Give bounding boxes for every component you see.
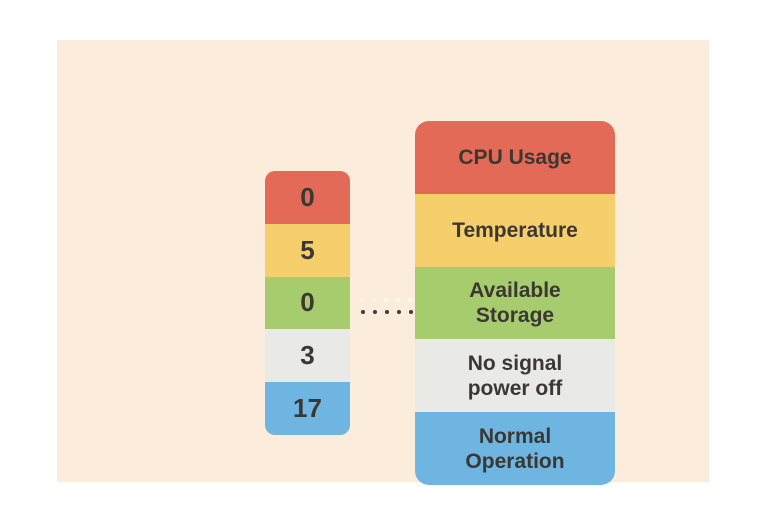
- label-segment-no-signal: No signal power off: [415, 339, 615, 413]
- connector-dot: [409, 310, 413, 314]
- connector-dots-highlight: [360, 298, 412, 302]
- connector-dot: [408, 298, 412, 302]
- label-segment-available-storage: Available Storage: [415, 266, 615, 340]
- blink-count-column: 0 5 0 3 17: [265, 171, 350, 435]
- connector-dot: [385, 310, 389, 314]
- connector-dot: [360, 298, 364, 302]
- connector-dot: [396, 298, 400, 302]
- label-segment-normal-operation: Normal Operation: [415, 412, 615, 485]
- count-segment-available-storage: 0: [265, 276, 350, 330]
- connector-dot: [372, 298, 376, 302]
- dotted-connector: [361, 310, 413, 314]
- count-segment-cpu-usage: 0: [265, 171, 350, 224]
- connector-dot: [384, 298, 388, 302]
- diagram-panel: 0 5 0 3 17 CPU Usage Temperature Availab…: [57, 40, 709, 485]
- count-segment-no-signal: 3: [265, 329, 350, 383]
- connector-dot: [361, 310, 365, 314]
- label-segment-cpu-usage: CPU Usage: [415, 121, 615, 194]
- count-segment-normal-operation: 17: [265, 382, 350, 435]
- connector-dot: [397, 310, 401, 314]
- connector-dot: [373, 310, 377, 314]
- count-segment-temperature: 5: [265, 223, 350, 277]
- label-segment-temperature: Temperature: [415, 193, 615, 267]
- status-label-column: CPU Usage Temperature Available Storage …: [415, 121, 615, 485]
